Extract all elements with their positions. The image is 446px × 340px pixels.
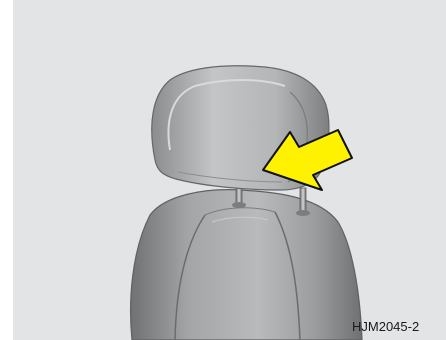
seat-back [131, 190, 362, 340]
figure-code: HJM2045-2 [352, 319, 419, 334]
